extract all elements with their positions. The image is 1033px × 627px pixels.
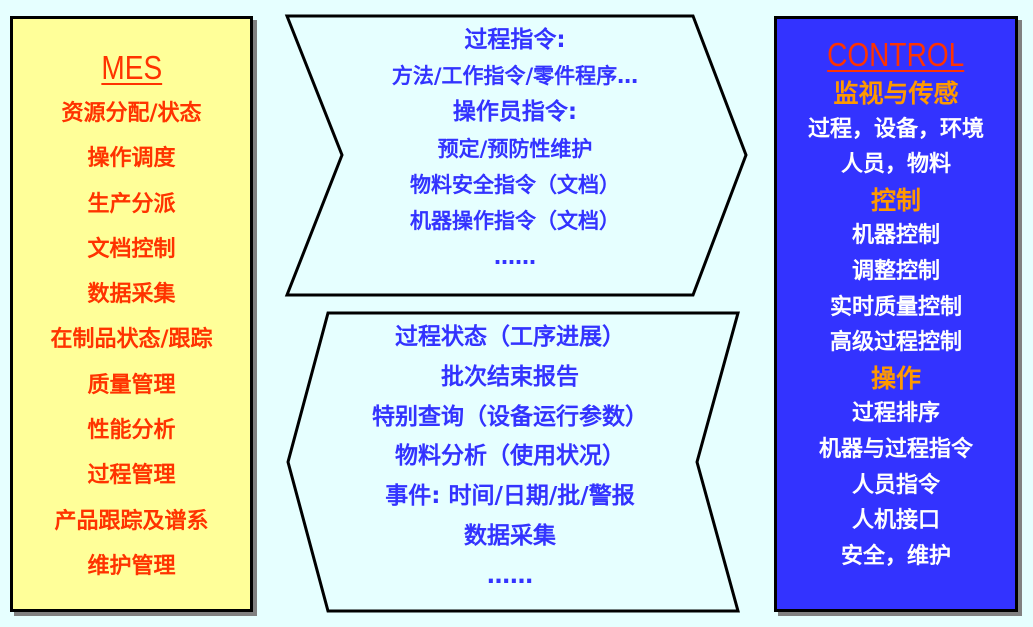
mes-item: 生产分派 — [87, 191, 176, 217]
control-item: 人员指令 — [851, 472, 940, 498]
arrow-line: 预定/预防性维护 — [437, 136, 593, 161]
arrow-line: 过程指令: — [464, 27, 566, 53]
arrow-line: 物料安全指令（文档） — [410, 172, 620, 197]
arrow-line: 操作员指令: — [452, 99, 578, 126]
arrow-line: 特别查询（设备运行参数） — [372, 403, 648, 430]
right-arrow-shape — [284, 14, 748, 297]
control-item: 实时质量控制 — [829, 294, 962, 320]
mes-item: 操作调度 — [87, 146, 176, 172]
mes-panel: MES 资源分配/状态 操作调度 生产分派 文档控制 数据采集 在制品状态/跟踪… — [10, 16, 253, 612]
mes-item: 产品跟踪及谱系 — [54, 508, 209, 534]
arrow-line: 机器操作指令（文档） — [410, 208, 620, 233]
control-item: 机器控制 — [851, 223, 940, 249]
mes-item: 性能分析 — [87, 418, 176, 444]
arrow-line: 方法/工作指令/零件程序… — [391, 64, 639, 89]
mes-item: 数据采集 — [87, 282, 176, 308]
arrow-line: 物料分析（使用状况） — [395, 443, 625, 470]
mes-item: 在制品状态/跟踪 — [50, 327, 213, 353]
arrow-line: …… — [494, 245, 536, 270]
control-item: 人机接口 — [851, 508, 940, 534]
control-item: 过程，设备，环境 — [807, 116, 984, 142]
control-item: 机器与过程指令 — [818, 436, 973, 462]
control-title: CONTROL — [827, 36, 965, 73]
arrow-line: 事件: 时间/日期/批/警报 — [385, 483, 635, 510]
control-heading: 监视与传感 — [833, 79, 959, 108]
instructions-arrow-text: 过程指令: 方法/工作指令/零件程序… 操作员指令: 预定/预防性维护 物料安全… — [300, 22, 730, 275]
control-heading: 控制 — [870, 185, 921, 215]
arrow-line: 过程状态（工序进展） — [395, 324, 625, 350]
arrow-line: …… — [487, 562, 533, 589]
mes-item: 质量管理 — [87, 372, 176, 398]
status-arrow-text: 过程状态（工序进展） 批次结束报告 特别查询（设备运行参数） 物料分析（使用状况… — [300, 318, 720, 597]
control-item: 过程排序 — [851, 401, 940, 427]
mes-item: 过程管理 — [87, 463, 176, 489]
mes-item: 维护管理 — [87, 553, 176, 579]
control-heading: 操作 — [870, 363, 921, 393]
control-panel: CONTROL 监视与传感 过程，设备，环境 人员，物料 控制 机器控制 调整控… — [774, 16, 1018, 612]
mes-title: MES — [101, 49, 162, 86]
control-item: 人员，物料 — [840, 152, 951, 178]
mes-item: 资源分配/状态 — [61, 101, 202, 126]
left-arrow-shape — [286, 311, 740, 613]
arrow-line: 数据采集 — [464, 522, 556, 549]
control-item: 高级过程控制 — [829, 330, 962, 356]
mes-item: 文档控制 — [87, 236, 176, 262]
arrow-line: 批次结束报告 — [441, 363, 579, 390]
control-item: 安全，维护 — [840, 543, 951, 569]
control-item: 调整控制 — [851, 258, 940, 284]
